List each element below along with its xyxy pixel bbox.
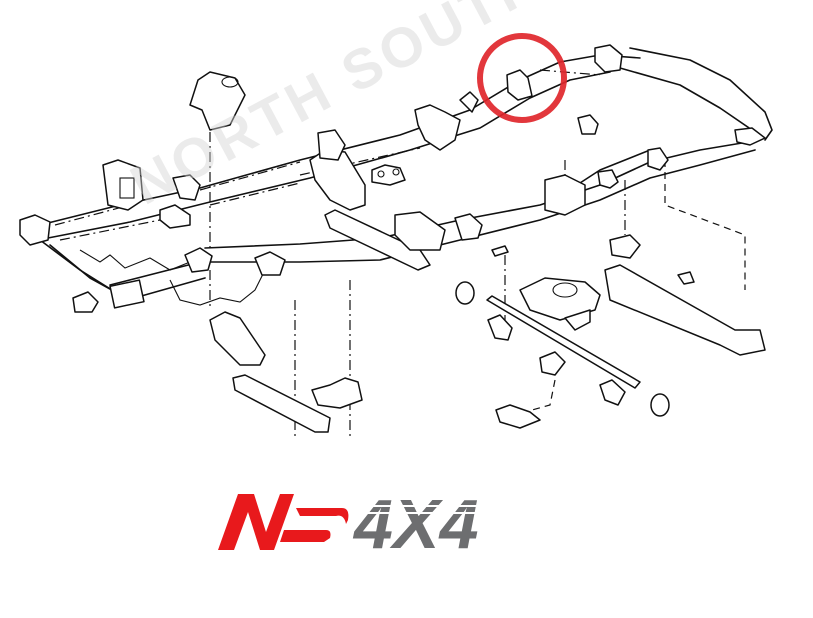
frame-brackets [19, 44, 766, 417]
chassis-parts-diagram [19, 33, 773, 440]
svg-text:4X4: 4X4 [352, 486, 479, 556]
brand-logo: 4X4 [214, 486, 564, 556]
logo-4x4: 4X4 [352, 486, 564, 556]
frame-rails [39, 47, 773, 309]
logo-ns [218, 494, 349, 550]
highlight-circle [477, 33, 567, 123]
rear-crossmember-parts [486, 264, 766, 429]
front-crossmember-parts [209, 311, 363, 433]
highlighted-bracket [506, 69, 533, 101]
